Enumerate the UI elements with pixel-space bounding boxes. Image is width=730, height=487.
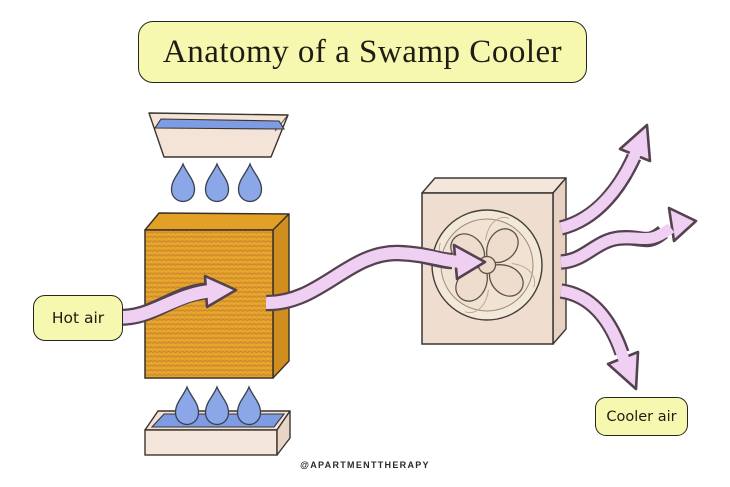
- hot-air-label: Hot air: [33, 295, 123, 341]
- outflow-arrow-top: [558, 123, 652, 236]
- water-droplet-icon: [236, 386, 262, 426]
- water-droplet-icon: [204, 163, 230, 203]
- cooler-air-label: Cooler air: [595, 397, 688, 436]
- hot-air-label-text: Hot air: [51, 309, 105, 327]
- fan-unit: [421, 177, 567, 345]
- watermark: @APARTMENTTHERAPY: [300, 460, 430, 470]
- water-droplet-icon: [204, 386, 230, 426]
- water-droplet-icon: [237, 163, 263, 203]
- top-water-tray: [148, 112, 289, 158]
- water-droplet-icon: [174, 386, 200, 426]
- diagram-title: Anatomy of a Swamp Cooler: [138, 21, 587, 83]
- water-droplets-top: [170, 163, 263, 203]
- water-droplets-bottom: [174, 386, 262, 426]
- outflow-arrow-bottom: [559, 283, 640, 391]
- diagram-title-text: Anatomy of a Swamp Cooler: [162, 33, 563, 70]
- hot-air-arrow: [116, 274, 238, 326]
- cooler-air-label-text: Cooler air: [606, 408, 677, 425]
- outflow-arrow-middle: [560, 206, 698, 270]
- pad-to-fan-arrow: [265, 243, 487, 312]
- water-droplet-icon: [170, 163, 196, 203]
